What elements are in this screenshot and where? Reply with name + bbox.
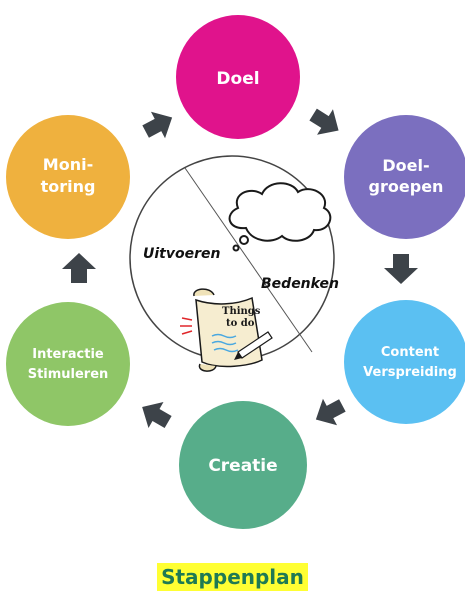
node-interactie-label-2: Stimuleren [28, 367, 109, 382]
caption-container: Stappenplan [0, 563, 465, 591]
arrow-creatie-to-interactie [142, 402, 172, 429]
uitvoeren-label: Uitvoeren [143, 246, 220, 262]
arrow-doel-to-doelgroepen [309, 108, 339, 135]
bedenken-label: Bedenken [261, 276, 339, 292]
node-doel: Doel [176, 15, 300, 139]
cycle-arrows [62, 108, 418, 429]
node-interactie: Interactie Stimuleren [6, 302, 130, 426]
center-divider [184, 167, 313, 353]
arrow-content-to-creatie [315, 398, 346, 426]
node-content-label-1: Content [381, 345, 439, 360]
node-doelgroepen-label-1: Doel- [382, 156, 429, 175]
caption-stappenplan: Stappenplan [157, 563, 308, 591]
arrow-doelgroepen-to-content [384, 254, 418, 284]
node-creatie: Creatie [179, 401, 307, 529]
node-content-label-2: Verspreiding [363, 365, 457, 380]
thought-cloud-icon [228, 182, 332, 252]
node-content: Content Verspreiding [344, 300, 465, 424]
node-creatie-label: Creatie [208, 456, 277, 476]
node-doelgroepen: Doel- groepen [344, 115, 465, 239]
todo-text-1: Things [222, 306, 261, 317]
todo-scroll-icon: Things to do [180, 288, 273, 372]
node-monitoring: Moni- toring [6, 115, 130, 239]
todo-text-2: to do [226, 318, 255, 329]
node-monitoring-label-1: Moni- [43, 155, 93, 174]
arrow-interactie-to-monitoring [62, 253, 96, 283]
node-monitoring-label-2: toring [41, 177, 96, 196]
node-doel-label: Doel [216, 69, 259, 89]
node-doelgroepen-label-2: groepen [369, 177, 444, 196]
arrow-monitoring-to-doel [142, 111, 173, 139]
center-circle: Uitvoeren Bedenken Things to do [129, 155, 339, 372]
node-interactie-label-1: Interactie [32, 347, 104, 362]
